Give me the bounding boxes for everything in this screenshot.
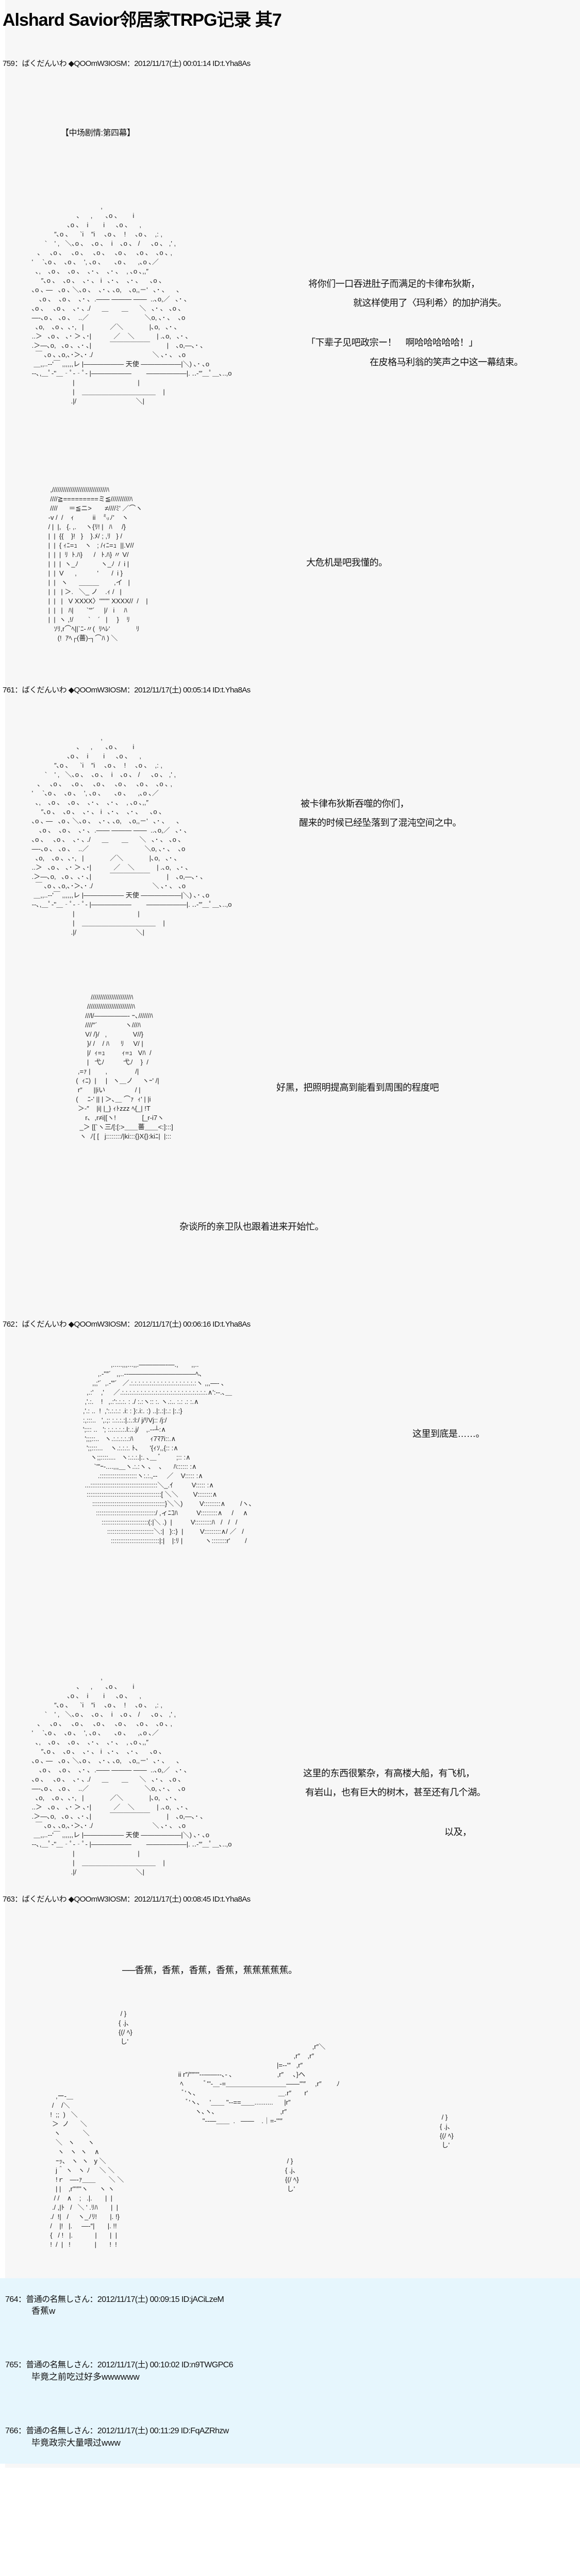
comment-header-764: 764：普通の名無しさん：2012/11/17(土) 00:09:15 ID:j…	[5, 2295, 224, 2304]
scene-label: 【中场剧情:第四幕】	[61, 129, 135, 138]
post-text: ──香蕉，香蕉，香蕉，香蕉，蕉蕉蕉蕉蕉。	[122, 1965, 297, 1975]
post-text: 被卡律布狄斯吞噬的你们，	[301, 799, 409, 809]
cabinet-ascii-art: , 、 , ､o ､ i ､o ､ i i ､o ､ , ″､o ､ `i ″i…	[31, 734, 232, 936]
comment-header-765: 765：普通の名無しさん：2012/11/17(土) 00:10:02 ID:n…	[5, 2361, 234, 2369]
post-text: 以及，	[444, 1827, 472, 1837]
post-text: 大危机是吧我懂的。	[306, 557, 388, 568]
comments-section: 764：普通の名無しさん：2012/11/17(土) 00:09:15 ID:j…	[0, 2278, 580, 2464]
post-text: 在皮格马利翁的笑声之中这一幕结束。	[370, 357, 523, 367]
cabinet-ascii-art: , 、 , ､o ､ i ､o ､ i i ､o ､ , ″､o ､ `i ″i…	[31, 202, 232, 405]
small-banana-ascii-art: / } { .j、 {(/ ﾍ} し'	[440, 2113, 454, 2149]
post-header-763: 763：ばくだんいわ ◆QOOmW3IOSM：2012/11/17(土) 00:…	[3, 1895, 251, 1904]
small-banana-ascii-art: / } { .j、 {(/ ﾍ} し'	[119, 2010, 133, 2045]
post-text: 「下辈子见吧政宗ー！ 啊哈哈哈哈哈！」	[306, 337, 478, 348]
thread-page	[5, 0, 580, 2468]
hair-girl-ascii-art: ,/////////////////////////////ﾊ ////≧===…	[48, 486, 148, 642]
comment-body: 毕竟之前吃过好多wwwwww	[31, 2372, 140, 2382]
post-text: 杂谈所的亲卫队也跟着进来开始忙。	[179, 1222, 324, 1232]
post-header-761: 761：ばくだんいわ ◆QOOmW3IOSM：2012/11/17(土) 00:…	[3, 686, 251, 694]
post-text: 有岩山，也有巨大的树木，甚至还有几个湖。	[305, 1787, 486, 1798]
page-title: Alshard Savior邻居家TRPG记录 其7	[3, 10, 282, 30]
banana-girl-ascii-art: ,ー-＿ / /＼ ! ;; ) ＼ ＞ ノ ＼ ヽ ＼ ＼ ヽ ヽ ヽ ヽ ヽ…	[50, 2092, 124, 2248]
comment-body: 毕竟政宗大量喂过www	[31, 2438, 121, 2448]
dark-girl-ascii-art: /////////////////////ﾊ /////////////////…	[76, 993, 173, 1140]
post-text: 这里的东西很繁杂，有高楼大船，有飞机，	[303, 1768, 475, 1778]
banana-bunch-ascii-art: ,r″＼ ,r″ ,r″ |=-‐'″ ,r″ ii r″/″″''''‐‐――…	[178, 2043, 340, 2125]
post-header-762: 762：ばくだんいわ ◆QOOmW3IOSM：2012/11/17(土) 00:…	[3, 1320, 251, 1329]
comment-header-766: 766：普通の名無しさん：2012/11/17(土) 00:11:29 ID:F…	[5, 2427, 229, 2435]
post-text: 就这样使用了〈玛利希〉的加护消失。	[353, 298, 507, 308]
post-text: 好黑，把照明提高到能看到周围的程度吧	[276, 1082, 439, 1093]
cabinet-ascii-art: , 、 , ､o ､ i ､o ､ i i ､o ､ , ″､o ､ `i ″i…	[31, 1673, 232, 1876]
winged-figure-ascii-art: ,.....,,,...,,.――――‐―., ,,.. ,.-''″´ ,,.…	[82, 1361, 253, 1545]
post-text: 将你们一口吞进肚子而满足的卡律布狄斯，	[308, 279, 480, 289]
comment-body: 香蕉w	[31, 2306, 56, 2316]
post-text: 醒来的时候已经坠落到了混沌空间之中。	[299, 818, 462, 828]
post-text: 这里到底是……。	[412, 1429, 485, 1439]
post-header-759: 759：ばくだんいわ ◆QOOmW3IOSM：2012/11/17(土) 00:…	[3, 59, 251, 68]
small-banana-ascii-art: / } { .j、 {(/ ﾍ} し'	[285, 2157, 300, 2193]
